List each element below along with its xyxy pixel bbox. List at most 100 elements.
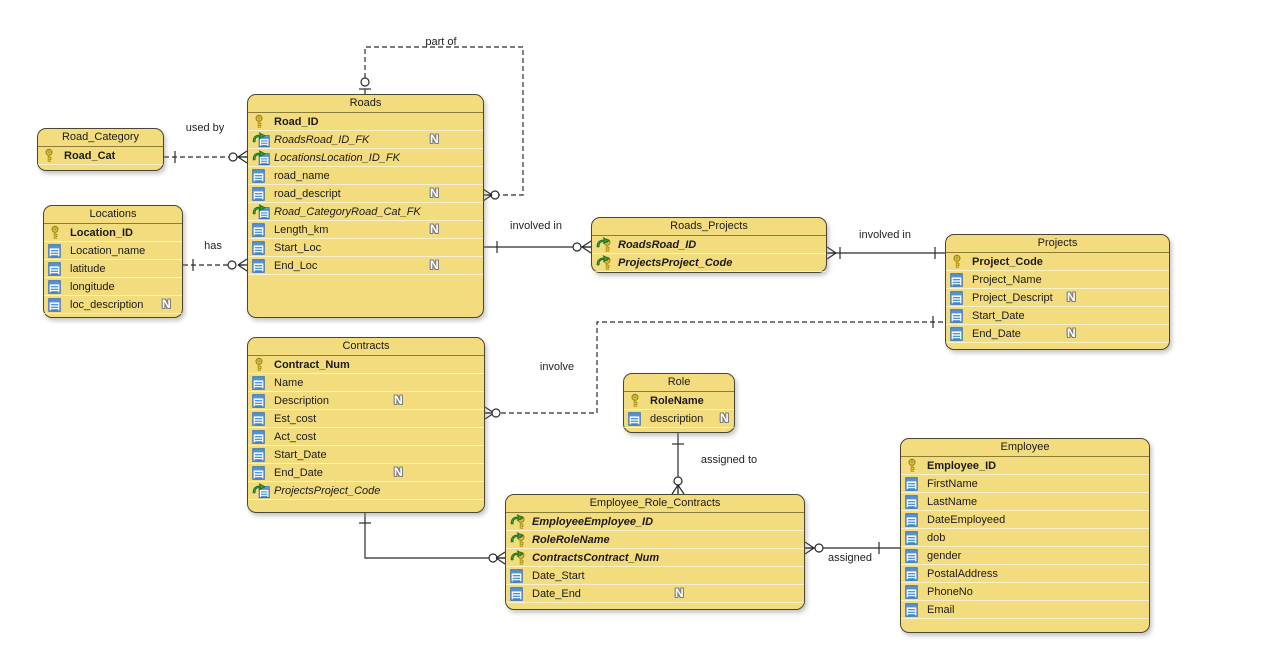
attribute-row[interactable]: Start_Date	[248, 446, 484, 464]
attribute-row[interactable]: dob	[901, 529, 1149, 547]
attribute-row[interactable]: Road_CategoryRoad_Cat_FK	[248, 203, 483, 221]
attribute-row[interactable]: Date_Start	[506, 567, 804, 585]
crows-foot	[495, 551, 506, 565]
primary-foreign-key-icon	[510, 513, 529, 530]
column-icon	[252, 222, 271, 237]
relationship-involved_in_roads[interactable]	[483, 240, 592, 254]
attribute-row[interactable]: Road_ID	[248, 113, 483, 131]
nullable-icon: N	[1067, 290, 1076, 304]
relationship-contracts_erc[interactable]	[359, 513, 506, 565]
attribute-row[interactable]: road_name	[248, 167, 483, 185]
nullable-icon: N	[394, 465, 403, 479]
attribute-name: dob	[927, 531, 946, 544]
attribute-row[interactable]: RoleRoleName	[506, 531, 804, 549]
attribute-name: ContractsContract_Num	[532, 551, 660, 564]
attribute-row[interactable]: PhoneNo	[901, 583, 1149, 601]
cardinality-circle	[572, 242, 582, 252]
entity-title[interactable]: Roads	[248, 95, 483, 113]
relationship-assigned[interactable]	[804, 541, 900, 555]
column-icon	[905, 530, 924, 545]
primary-key-icon	[252, 114, 271, 129]
relationship-label-involved_in_roads: involved in	[510, 220, 562, 232]
column-icon	[252, 168, 271, 183]
attribute-row[interactable]: Employee_ID	[901, 457, 1149, 475]
relationship-involved_in_projects[interactable]	[826, 246, 945, 260]
attribute-name: Location_ID	[70, 226, 133, 239]
attribute-row[interactable]: Location_ID	[44, 224, 182, 242]
relationship-part_of[interactable]	[359, 46, 524, 202]
attribute-row[interactable]: Location_name	[44, 242, 182, 260]
entity-title[interactable]: Contracts	[248, 338, 484, 356]
attribute-row[interactable]: Name	[248, 374, 484, 392]
column-icon	[252, 186, 271, 201]
attribute-row[interactable]: PostalAddress	[901, 565, 1149, 583]
entity-title[interactable]: Employee	[901, 439, 1149, 457]
attribute-name: Employee_ID	[927, 459, 997, 472]
attribute-row[interactable]: Road_Cat	[38, 147, 163, 165]
attribute-row[interactable]: FirstName	[901, 475, 1149, 493]
column-icon	[252, 447, 271, 462]
attribute-name: description	[650, 412, 704, 425]
relationship-label-has: has	[204, 240, 222, 252]
attribute-row[interactable]: Contract_Num	[248, 356, 484, 374]
relationship-has[interactable]	[183, 258, 248, 272]
relationship-used_by[interactable]	[164, 150, 248, 164]
relationship-involve[interactable]	[484, 316, 945, 420]
attribute-row[interactable]: gender	[901, 547, 1149, 565]
attribute-row[interactable]: RoadsRoad_ID	[592, 236, 826, 254]
attribute-row[interactable]: ProjectsProject_Code	[592, 254, 826, 272]
attribute-row[interactable]: latitude	[44, 260, 182, 278]
attribute-row[interactable]: RoleName	[624, 392, 734, 410]
entity-title[interactable]: Projects	[946, 235, 1169, 253]
attribute-name: EmployeeEmployee_ID	[532, 515, 654, 528]
attribute-row[interactable]: ContractsContract_Num	[506, 549, 804, 567]
entity-title[interactable]: Role	[624, 374, 734, 392]
entity-title[interactable]: Employee_Role_Contracts	[506, 495, 804, 513]
attribute-row[interactable]: Act_cost	[248, 428, 484, 446]
relationship-assigned_to[interactable]	[671, 433, 685, 495]
cardinality-circle	[491, 408, 501, 418]
attribute-name: loc_description	[70, 298, 144, 311]
attribute-row[interactable]: LocationsLocation_ID_FK	[248, 149, 483, 167]
attribute-row[interactable]: Project_Name	[946, 271, 1169, 289]
entity-title[interactable]: Road_Category	[38, 129, 163, 147]
attribute-row[interactable]: Email	[901, 601, 1149, 619]
attribute-row[interactable]: Start_Date	[946, 307, 1169, 325]
attribute-row[interactable]: EmployeeEmployee_ID	[506, 513, 804, 531]
attribute-row[interactable]: DateEmployeed	[901, 511, 1149, 529]
entity-title[interactable]: Locations	[44, 206, 182, 224]
attribute-row[interactable]: LastName	[901, 493, 1149, 511]
attribute-row[interactable]: longitude	[44, 278, 182, 296]
entity-title[interactable]: Roads_Projects	[592, 218, 826, 236]
column-icon	[48, 243, 67, 258]
foreign-key-icon	[252, 203, 271, 220]
attribute-row[interactable]: ProjectsProject_Code	[248, 482, 484, 500]
attribute-row[interactable]: Est_cost	[248, 410, 484, 428]
attribute-row[interactable]: Project_Code	[946, 253, 1169, 271]
attribute-name: ProjectsProject_Code	[618, 256, 733, 269]
attribute-name: Start_Date	[274, 448, 327, 461]
attribute-row[interactable]: Start_Loc	[248, 239, 483, 257]
crows-foot	[482, 188, 493, 202]
